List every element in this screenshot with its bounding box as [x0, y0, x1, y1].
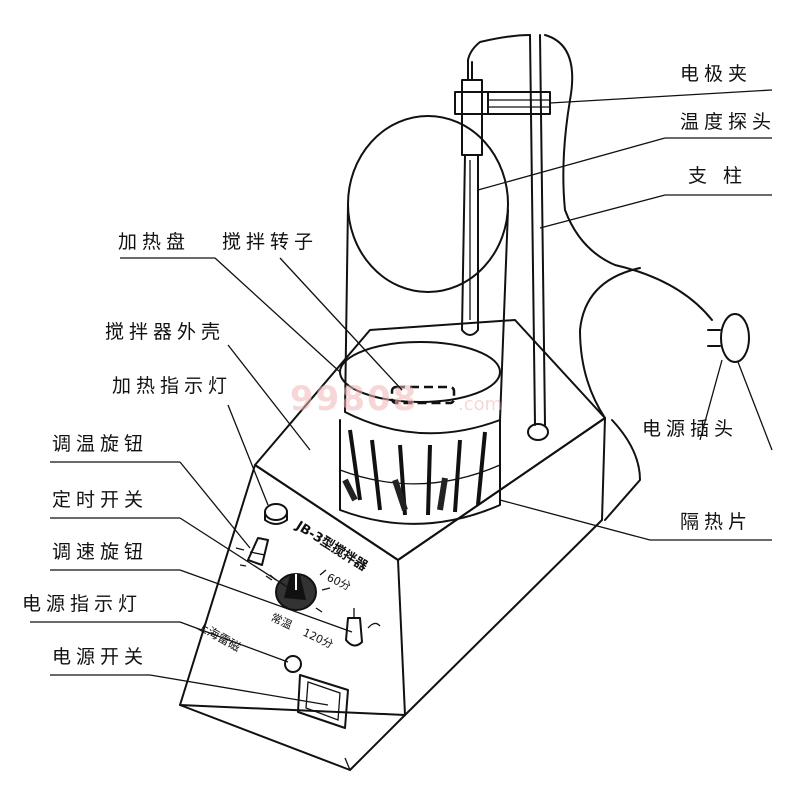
label-power-switch: 电源开关 [52, 646, 148, 668]
heating-indicator-lamp [264, 503, 288, 525]
label-electrode-clamp: 电极夹 [680, 63, 752, 85]
label-temp-knob: 调温旋钮 [52, 433, 148, 455]
dial-mark-120: 120分 [301, 626, 335, 651]
speed-knob [345, 608, 381, 647]
power-cord [544, 34, 713, 521]
label-stir-bar: 搅拌转子 [222, 231, 318, 253]
model-text: JB-3型搅拌器 [292, 517, 371, 575]
electrode-clamp [454, 91, 551, 115]
label-power-indicator: 电源指示灯 [22, 593, 142, 615]
temp-knob [235, 537, 277, 581]
label-stirrer-housing: 搅拌器外壳 [105, 321, 225, 343]
label-heating-plate: 加热盘 [118, 231, 190, 253]
timer-switch-dial [265, 569, 331, 613]
label-speed-knob: 调速旋钮 [52, 541, 148, 563]
power-plug [707, 313, 750, 363]
heat-shield [339, 419, 501, 525]
label-timer-switch: 定时开关 [52, 489, 148, 511]
label-heat-shield: 隔热片 [680, 511, 752, 533]
temperature-probe [461, 34, 531, 336]
support-rod [527, 34, 549, 441]
dial-mark-room: 常温 [269, 611, 294, 632]
dial-mark-60: 60分 [325, 571, 353, 593]
leader-lines [30, 89, 773, 706]
watermark-main: 99808 [290, 379, 418, 419]
label-temperature-probe: 温度探头 [680, 111, 776, 133]
power-indicator-lamp [284, 655, 302, 673]
watermark-suffix: .com [458, 394, 502, 415]
stir-bar [390, 385, 456, 405]
label-support-rod: 支 柱 [688, 165, 747, 187]
label-power-plug: 电源插头 [642, 418, 738, 440]
beaker [344, 115, 509, 435]
label-heating-indicator: 加热指示灯 [112, 375, 232, 397]
stirrer-housing [179, 319, 606, 771]
